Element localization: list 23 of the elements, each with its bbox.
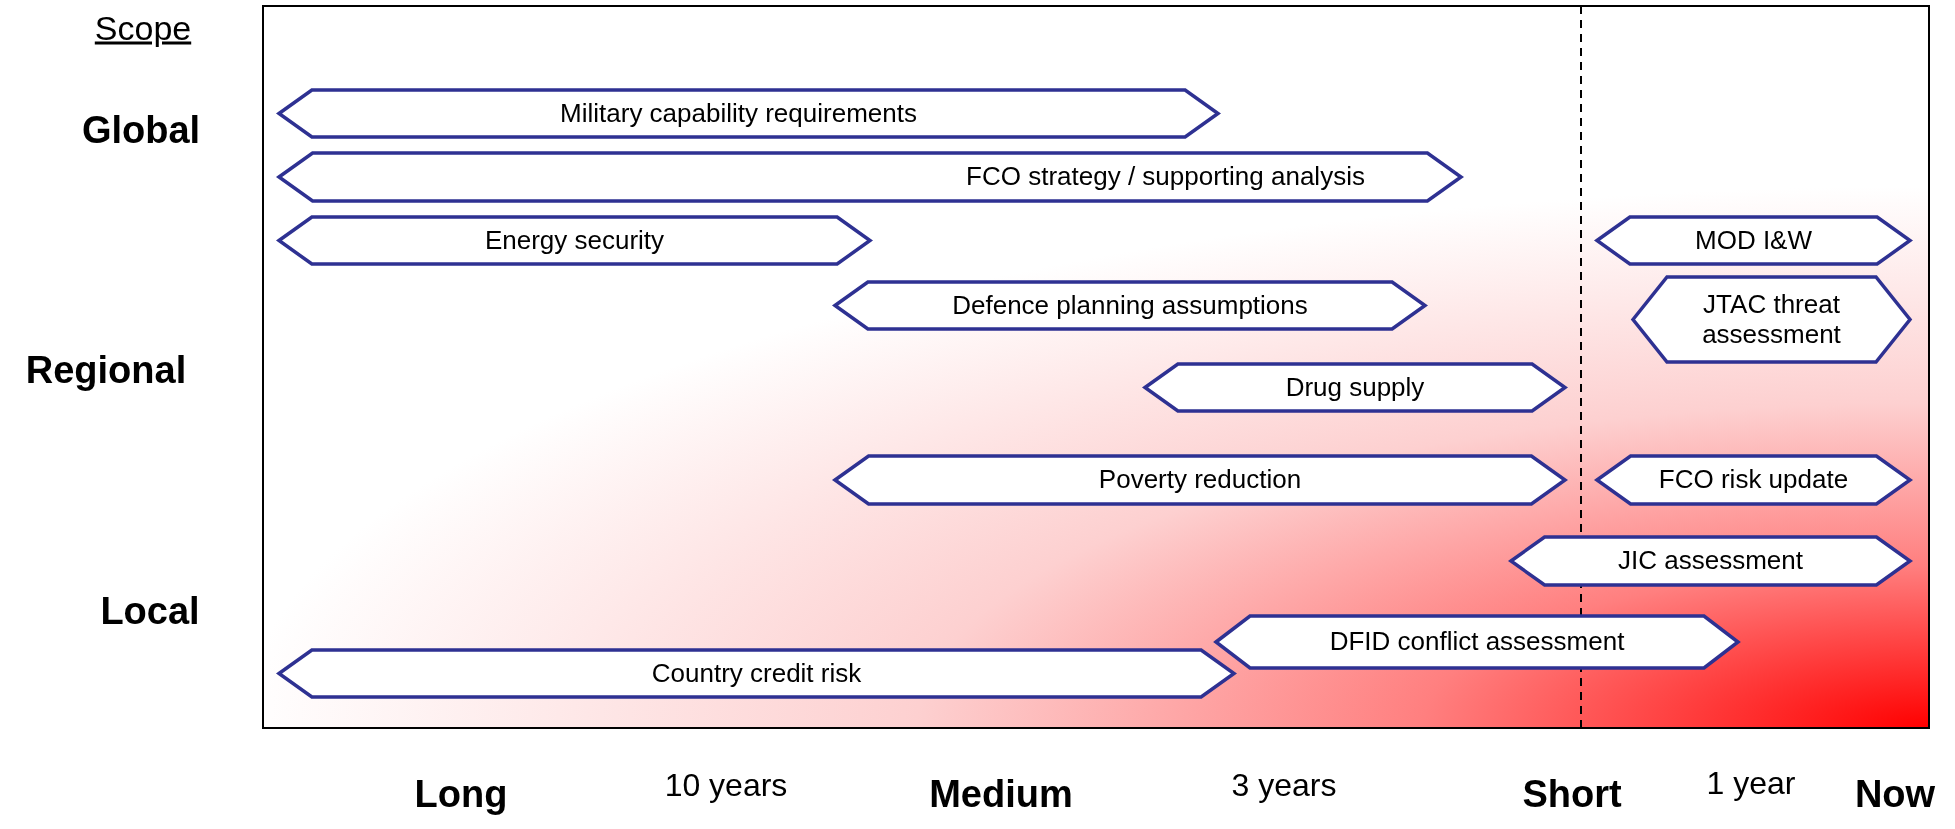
timescale-label: Medium [929,772,1073,816]
scope-level-label: Regional [25,348,187,392]
scope-level-label: Global [81,108,201,152]
time-tick-label: 10 years [664,766,788,804]
timescale-label: Short [1522,772,1622,816]
bar-label: FCO risk update [1658,465,1849,495]
bar-label: Military capability requirements [560,98,917,129]
bar-label: Poverty reduction [1098,465,1302,495]
bar-label: JIC assessment [1618,546,1803,576]
bar-label: Defence planning assumptions [952,290,1308,321]
bar-label: FCO strategy / supporting analysis [966,162,1365,192]
timescale-label: Now [1854,772,1936,816]
bar-label: Energy security [484,225,665,256]
time-tick-label: 3 years [1231,766,1337,804]
timescale-label: Long [414,772,508,816]
bar-label: Country credit risk [651,658,862,689]
bar-label: DFID conflict assessment [1329,627,1625,657]
bar-label: Drug supply [1285,372,1425,403]
time-tick-label: 1 year [1706,764,1796,802]
bar-label: JTAC threat assessment [1701,289,1842,350]
scope-axis-title: Scope [94,8,192,48]
bar-label: MOD I&W [1695,225,1812,256]
scope-level-label: Local [100,589,200,633]
